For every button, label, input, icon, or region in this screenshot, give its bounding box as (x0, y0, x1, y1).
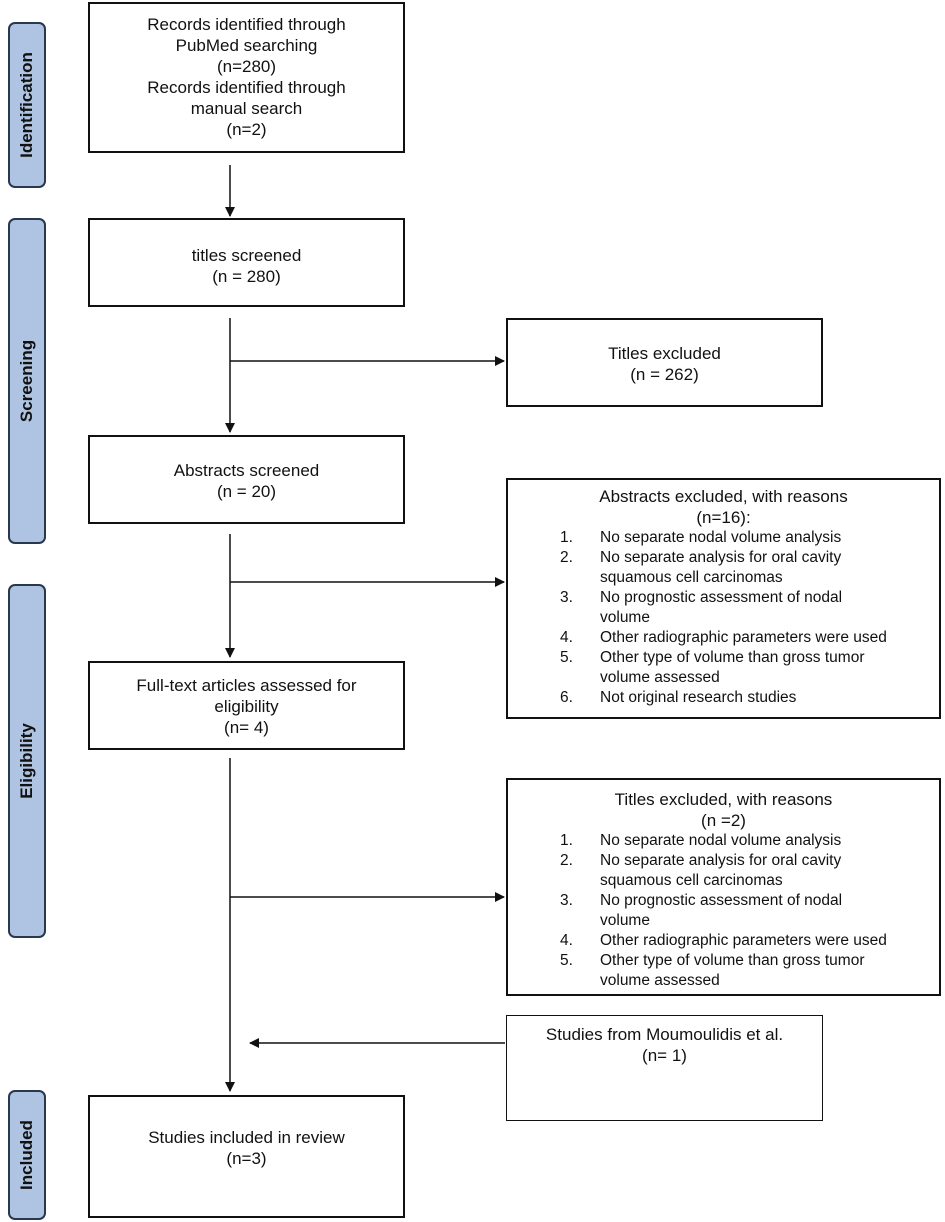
reason-item: 2. No separate analysis for oral cavity sq… (560, 548, 931, 588)
reason-text: Other type of volume than gross tumor vol… (600, 951, 931, 991)
abstracts-excluded-box: Abstracts excluded, with reasons (n=16):… (506, 478, 941, 719)
abstracts-screened-box: Abstracts screened (n = 20) (88, 435, 405, 524)
reason-line: volume assessed (600, 972, 720, 989)
reason-item: 6. Not original research studies (560, 688, 931, 708)
records-line-6: (n=2) (226, 120, 267, 139)
records-line-3: (n=280) (216, 57, 277, 76)
titles-excluded-reasons-box: Titles excluded, with reasons (n =2) 1. N… (506, 778, 941, 996)
reason-number: 3. (560, 589, 573, 606)
phase-included: Included (8, 1090, 46, 1220)
reason-number: 2. (560, 852, 573, 869)
reason-item: 4. Other radiographic parameters were use… (560, 628, 931, 648)
reason-text: Other type of volume than gross tumor vol… (600, 648, 931, 688)
titles-excluded-label: Titles excluded (608, 344, 721, 363)
records-identified-box: Records identified through PubMed search… (88, 2, 405, 153)
titles-excluded-reasons-label: Titles excluded, with reasons (614, 790, 833, 809)
reason-item: 3. No prognostic assessment of nodal volum… (560, 891, 931, 931)
reason-line: No separate analysis for oral cavity (600, 549, 842, 566)
reason-text: No separate nodal volume analysis (600, 831, 931, 851)
reason-text: No prognostic assessment of nodal volume (600, 891, 931, 931)
reason-line: Other radiographic parameters were used (600, 629, 887, 646)
fulltext-line-2: eligibility (214, 697, 279, 716)
reason-line: No separate nodal volume analysis (600, 529, 842, 546)
reason-line: volume assessed (600, 669, 720, 686)
abstracts-screened-label: Abstracts screened (173, 461, 320, 480)
titles-excluded-box: Titles excluded (n = 262) (506, 318, 823, 407)
reason-line: Other radiographic parameters were used (600, 932, 887, 949)
reason-text: Other radiographic parameters were used (600, 931, 931, 951)
moumoulidis-box: Studies from Moumoulidis et al. (n= 1) (506, 1015, 823, 1121)
fulltext-count: (n= 4) (224, 718, 269, 737)
reason-number: 5. (560, 649, 573, 666)
reason-text: No prognostic assessment of nodal volume (600, 588, 931, 628)
reason-text: Other radiographic parameters were used (600, 628, 931, 648)
reason-item: 3. No prognostic assessment of nodal volum… (560, 588, 931, 628)
reason-number: 2. (560, 549, 573, 566)
reason-line: No prognostic assessment of nodal (600, 589, 843, 606)
titles-screened-box: titles screened (n = 280) (88, 218, 405, 307)
titles-excluded-reasons-count: (n =2) (701, 811, 746, 830)
reason-line: Other type of volume than gross tumor (600, 649, 865, 666)
abstracts-excluded-label: Abstracts excluded, with reasons (599, 487, 848, 506)
fulltext-line-1: Full-text articles assessed for (136, 676, 357, 695)
studies-included-count: (n=3) (226, 1149, 267, 1168)
records-line-2: PubMed searching (175, 36, 318, 55)
reason-item: 2. No separate analysis for oral cavity sq… (560, 851, 931, 891)
reason-item: 4. Other radiographic parameters were use… (560, 931, 931, 951)
reason-line: Other type of volume than gross tumor (600, 952, 865, 969)
reason-number: 4. (560, 629, 573, 646)
reason-item: 5. Other type of volume than gross tumor v… (560, 951, 931, 991)
fulltext-assessed-box: Full-text articles assessed for eligibil… (88, 661, 405, 750)
moumoulidis-count: (n= 1) (642, 1046, 687, 1065)
reason-line: squamous cell carcinomas (600, 569, 783, 586)
abstracts-screened-count: (n = 20) (216, 482, 277, 501)
reason-item: 1. No separate nodal volume analysis (560, 831, 931, 851)
reason-text: No separate nodal volume analysis (600, 528, 931, 548)
titles-excluded-reasons-list: 1. No separate nodal volume analysis 2. No … (560, 831, 931, 991)
reason-text: No separate analysis for oral cavity squa… (600, 851, 931, 891)
reason-number: 1. (560, 832, 573, 849)
reason-line: No separate analysis for oral cavity (600, 852, 842, 869)
reason-line: volume (600, 912, 650, 929)
reason-line: No separate nodal volume analysis (600, 832, 842, 849)
abstracts-excluded-count: (n=16): (696, 508, 751, 527)
studies-included-box: Studies included in review (n=3) (88, 1095, 405, 1218)
records-line-5: manual search (190, 99, 303, 118)
records-line-4: Records identified through (147, 78, 346, 97)
studies-included-label: Studies included in review (148, 1128, 345, 1147)
reason-item: 1. No separate nodal volume analysis (560, 528, 931, 548)
records-line-1: Records identified through (147, 15, 346, 34)
reason-number: 6. (560, 689, 573, 706)
titles-excluded-count: (n = 262) (630, 365, 699, 384)
reason-item: 5. Other type of volume than gross tumor v… (560, 648, 931, 688)
titles-screened-label: titles screened (191, 246, 302, 265)
reason-text: No separate analysis for oral cavity squa… (600, 548, 931, 588)
reason-number: 3. (560, 892, 573, 909)
abstracts-excluded-reasons: 1. No separate nodal volume analysis 2. No … (560, 528, 931, 708)
reason-line: volume (600, 609, 650, 626)
reason-line: Not original research studies (600, 689, 797, 706)
phase-eligibility: Eligibility (8, 584, 46, 938)
reason-number: 1. (560, 529, 573, 546)
reason-text: Not original research studies (600, 688, 931, 708)
reason-line: No prognostic assessment of nodal (600, 892, 843, 909)
reason-number: 4. (560, 932, 573, 949)
moumoulidis-label: Studies from Moumoulidis et al. (545, 1025, 784, 1044)
reason-line: squamous cell carcinomas (600, 872, 783, 889)
phase-identification: Identification (8, 22, 46, 188)
phase-screening: Screening (8, 218, 46, 544)
titles-screened-count: (n = 280) (212, 267, 281, 286)
reason-number: 5. (560, 952, 573, 969)
